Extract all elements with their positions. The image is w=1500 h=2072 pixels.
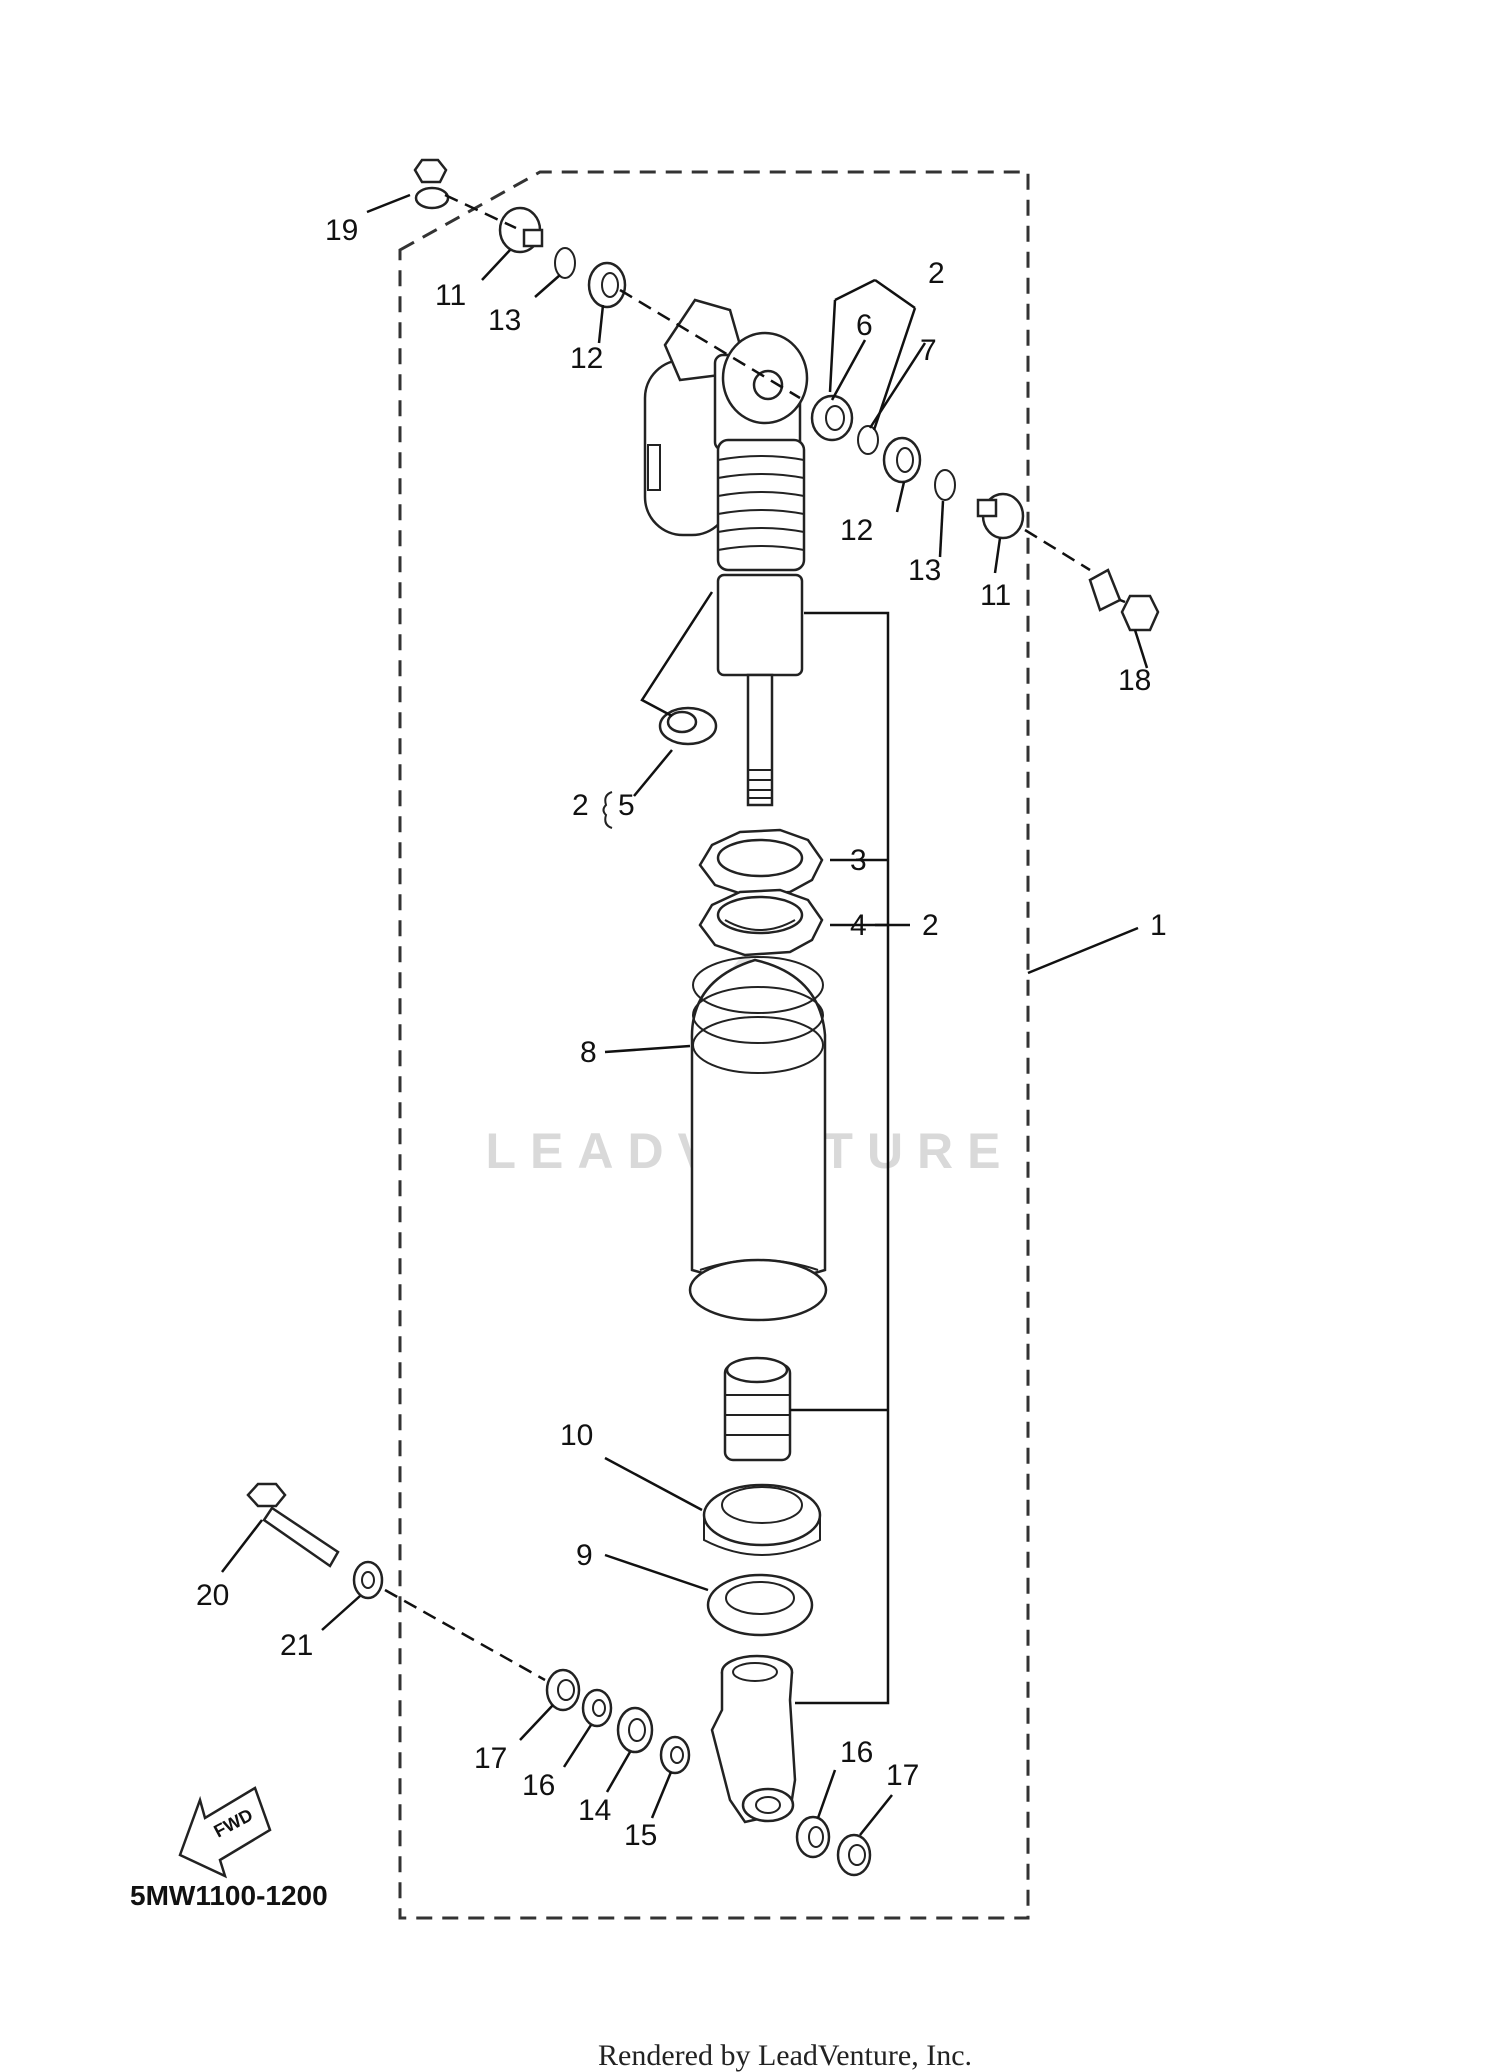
callout-2-nut: 2 <box>922 909 939 942</box>
washer-part-21 <box>352 1560 384 1600</box>
bolt-part-20 <box>246 1482 340 1568</box>
collar-part-11-right <box>976 492 1025 540</box>
assembly-boundary <box>398 170 1030 1920</box>
callout-19: 19 <box>325 214 358 247</box>
callout-12-right: 12 <box>840 514 873 547</box>
part-2-bracket <box>828 278 917 431</box>
callout-9: 9 <box>576 1539 593 1572</box>
oring-part-13-right <box>934 469 956 501</box>
bearing-part-12-top <box>587 261 627 309</box>
spring-part-8 <box>688 956 828 1322</box>
diagram-code: 5MW1100-1200 <box>130 1880 328 1911</box>
lower-bolt-axis <box>384 1588 546 1682</box>
render-credit: Rendered by LeadVenture, Inc. <box>598 2039 972 2072</box>
adjuster-leader <box>640 591 714 718</box>
seal-part-17-left <box>545 1668 581 1712</box>
callout-6: 6 <box>856 309 873 342</box>
bump-stop <box>723 1356 792 1462</box>
callout-2-brace <box>602 791 613 829</box>
callout-13-right: 13 <box>908 554 941 587</box>
callout-11-top: 11 <box>435 279 466 312</box>
collar-part-16-left <box>581 1688 613 1728</box>
bearing-part-6 <box>810 394 854 442</box>
spacer-part-15 <box>659 1735 691 1775</box>
circlip-part-7 <box>857 425 879 455</box>
adjusting-nut-part-4 <box>698 888 824 957</box>
callout-2-adjuster: 2 <box>572 789 589 822</box>
forward-direction-arrow: FWD <box>178 1786 272 1879</box>
callout-16-right: 16 <box>840 1736 873 1769</box>
collar-part-16-right <box>795 1815 831 1859</box>
callout-2-top: 2 <box>928 257 945 290</box>
callout-20: 20 <box>196 1579 229 1612</box>
collar-part-11-top <box>498 206 544 254</box>
locknut-part-3 <box>698 828 824 897</box>
callout-3: 3 <box>850 844 867 877</box>
callout-11-right: 11 <box>980 579 1011 612</box>
callout-14: 14 <box>578 1794 611 1827</box>
seal-part-17-right <box>836 1833 872 1877</box>
callout-5: 5 <box>618 789 635 822</box>
assembly-bracket-1 <box>790 611 890 1705</box>
leader-lines <box>221 193 1149 1836</box>
callout-18: 18 <box>1118 664 1151 697</box>
spring-seat-part-10 <box>702 1483 822 1556</box>
top-eye <box>713 331 809 452</box>
bearing-part-14 <box>616 1706 654 1754</box>
callout-1: 1 <box>1150 909 1167 942</box>
lower-clevis <box>710 1654 797 1824</box>
callout-13-top: 13 <box>488 304 521 337</box>
bolt-part-18 <box>1088 568 1160 632</box>
callout-8: 8 <box>580 1036 597 1069</box>
callout-4: 4 <box>850 909 867 942</box>
callout-12-top: 12 <box>570 342 603 375</box>
callout-17-left: 17 <box>474 1742 507 1775</box>
damper-rod <box>746 673 774 807</box>
shock-body <box>716 438 806 677</box>
callout-17-right: 17 <box>886 1759 919 1792</box>
callout-10: 10 <box>560 1419 593 1452</box>
top-bolt-axis-mid <box>1119 598 1126 604</box>
callout-7: 7 <box>920 334 937 367</box>
callout-21: 21 <box>280 1629 313 1662</box>
top-bolt-axis <box>444 193 1091 572</box>
oring-part-13-top <box>554 247 576 279</box>
callout-15: 15 <box>624 1819 657 1852</box>
spring-guide-part-9 <box>706 1573 814 1637</box>
nut-part-19 <box>413 158 450 210</box>
bearing-part-12-right <box>882 436 922 484</box>
callout-16-left: 16 <box>522 1769 555 1802</box>
adjuster-part-5 <box>658 706 718 746</box>
